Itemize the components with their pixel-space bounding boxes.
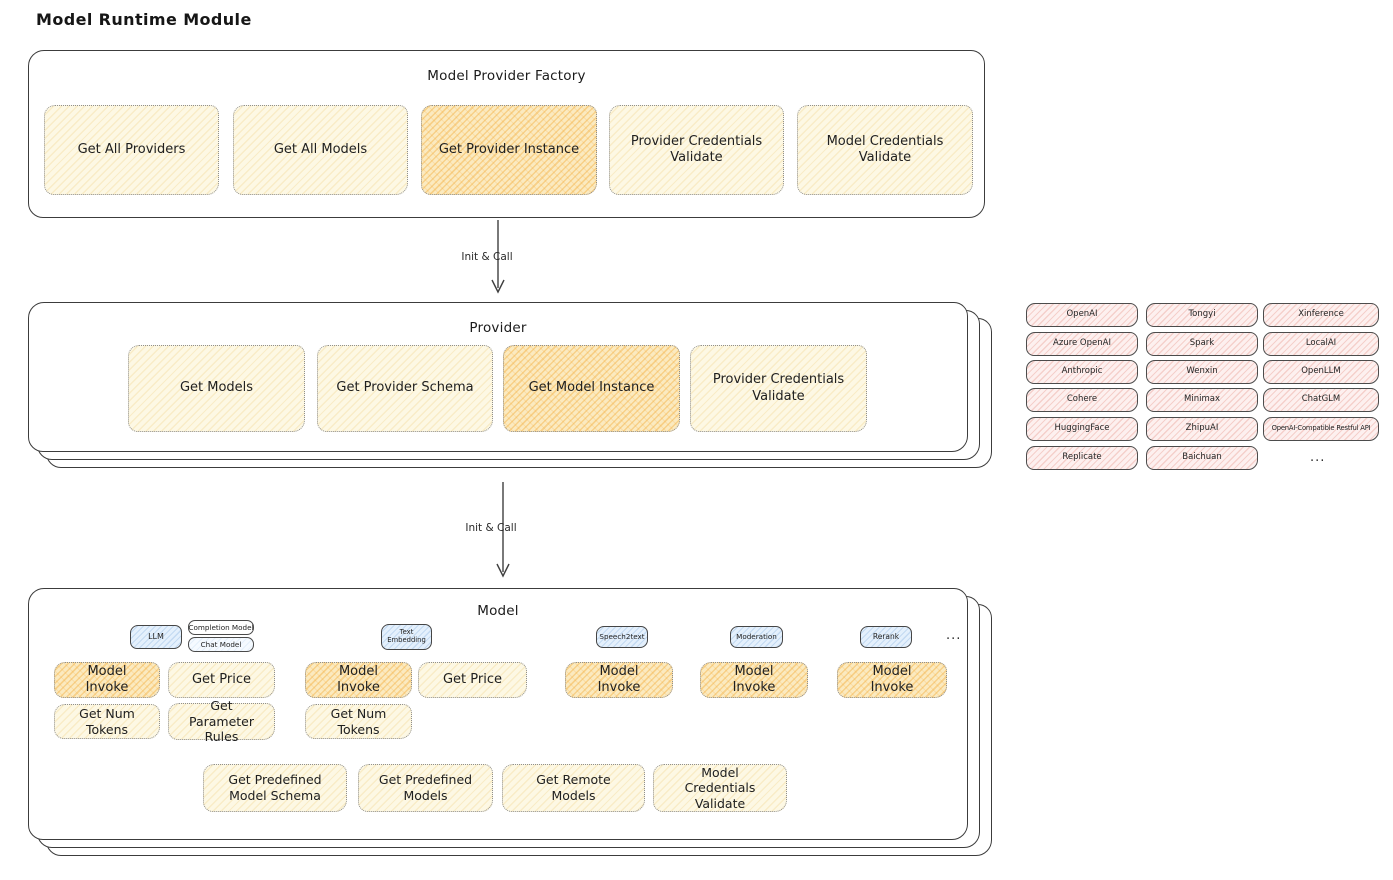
provider-item-openllm: OpenLLM: [1263, 360, 1379, 384]
provider-item-zhipuai: ZhipuAI: [1146, 417, 1258, 441]
provider-item-chatglm: ChatGLM: [1263, 388, 1379, 412]
provider-item-openai-compatible: OpenAI-Compatible Restful API: [1263, 417, 1379, 441]
provider-title: Provider: [469, 320, 527, 336]
provider-item-azure-openai: Azure OpenAI: [1026, 332, 1138, 356]
provider-item-huggingface: HuggingFace: [1026, 417, 1138, 441]
model-provider-factory-title: Model Provider Factory: [427, 68, 586, 84]
model-get-predefined-model-schema: Get Predefined Model Schema: [203, 764, 347, 812]
factory-model-credentials-validate: Model Credentials Validate: [797, 105, 973, 195]
provider-item-openai: OpenAI: [1026, 303, 1138, 327]
provider-item-replicate: Replicate: [1026, 446, 1138, 470]
model-type-text-embedding: Text Embedding: [381, 624, 432, 650]
model-type-chat-model: Chat Model: [188, 637, 254, 652]
factory-get-all-providers: Get All Providers: [44, 105, 219, 195]
provider-item-spark: Spark: [1146, 332, 1258, 356]
model-model-credentials-validate: Model Credentials Validate: [653, 764, 787, 812]
provider-get-models: Get Models: [128, 345, 305, 432]
model-type-llm: LLM: [130, 625, 182, 649]
model-type-speech2text: Speech2text: [596, 626, 648, 648]
factory-get-provider-instance: Get Provider Instance: [421, 105, 597, 195]
model-type-completion-model: Completion Model: [188, 620, 254, 635]
llm-get-num-tokens: Get Num Tokens: [54, 704, 160, 739]
provider-item-anthropic: Anthropic: [1026, 360, 1138, 384]
factory-get-all-models: Get All Models: [233, 105, 408, 195]
llm-get-parameter-rules: Get Parameter Rules: [168, 698, 275, 744]
model-title: Model: [477, 603, 519, 619]
speech2text-model-invoke: Model Invoke: [565, 662, 673, 698]
factory-provider-credentials-validate: Provider Credentials Validate: [609, 105, 784, 195]
model-types-ellipsis: ...: [946, 628, 962, 643]
moderation-model-invoke: Model Invoke: [700, 662, 808, 698]
model-get-remote-models: Get Remote Models: [502, 764, 645, 812]
provider-provider-credentials-validate: Provider Credentials Validate: [690, 345, 867, 432]
arrow-label-init-call-2: Init & Call: [465, 522, 517, 534]
provider-get-provider-schema: Get Provider Schema: [317, 345, 493, 432]
provider-item-minimax: Minimax: [1146, 388, 1258, 412]
arrow-label-init-call-1: Init & Call: [461, 251, 513, 263]
diagram-title: Model Runtime Module: [36, 10, 252, 29]
arrow-provider-to-model-icon: [496, 482, 510, 578]
provider-item-baichuan: Baichuan: [1146, 446, 1258, 470]
rerank-model-invoke: Model Invoke: [837, 662, 947, 698]
llm-get-price: Get Price: [168, 662, 275, 698]
model-type-rerank: Rerank: [860, 626, 912, 648]
provider-item-tongyi: Tongyi: [1146, 303, 1258, 327]
text-embedding-get-price: Get Price: [418, 662, 527, 698]
providers-ellipsis: ...: [1310, 450, 1326, 465]
arrow-factory-to-provider-icon: [491, 220, 505, 294]
model-type-moderation: Moderation: [730, 626, 783, 648]
provider-item-xinference: Xinference: [1263, 303, 1379, 327]
provider-item-wenxin: Wenxin: [1146, 360, 1258, 384]
provider-item-cohere: Cohere: [1026, 388, 1138, 412]
provider-item-localai: LocalAI: [1263, 332, 1379, 356]
text-embedding-model-invoke: Model Invoke: [305, 662, 412, 698]
provider-get-model-instance: Get Model Instance: [503, 345, 680, 432]
text-embedding-get-num-tokens: Get Num Tokens: [305, 704, 412, 739]
model-get-predefined-models: Get Predefined Models: [358, 764, 493, 812]
llm-model-invoke: Model Invoke: [54, 662, 160, 698]
